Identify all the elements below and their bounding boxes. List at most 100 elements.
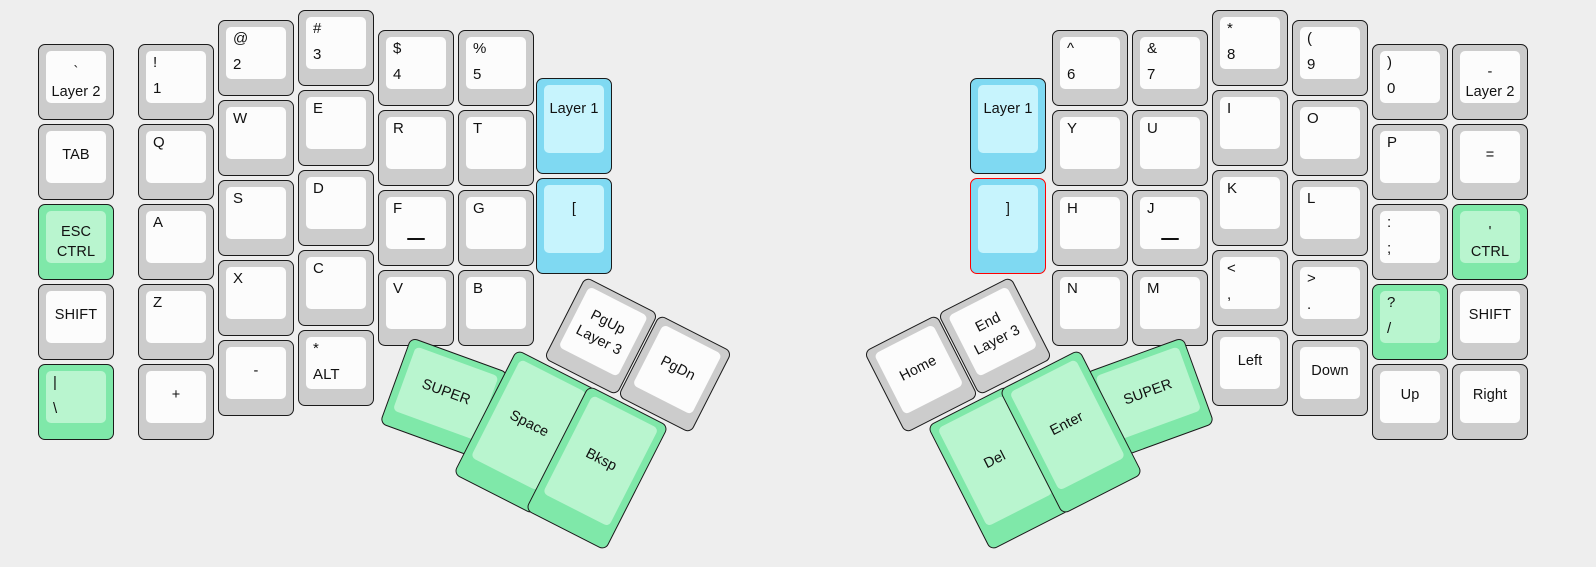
key-h[interactable]: H — [1052, 190, 1128, 266]
key-cap: H — [1060, 197, 1120, 249]
key-legend: Q — [153, 134, 165, 151]
key-legend: X — [233, 270, 244, 287]
key-cap: V — [386, 277, 446, 329]
key-legend-top: ? — [1387, 294, 1396, 311]
key-cap: )0 — [1380, 51, 1440, 103]
key-minus-layer2[interactable]: - Layer 2 — [1452, 44, 1528, 120]
key-equal[interactable]: = — [1452, 124, 1528, 200]
key-bracket-right[interactable]: ] — [970, 178, 1046, 274]
key-legend: Bksp — [582, 445, 620, 475]
key-legend: P — [1387, 134, 1398, 151]
key-8[interactable]: *8 — [1212, 10, 1288, 86]
key-legend: C — [313, 260, 324, 277]
key-legend: H — [1067, 200, 1078, 217]
key-cap: U — [1140, 117, 1200, 169]
key-cap: ] — [978, 185, 1038, 253]
key-grave-layer2[interactable]: `Layer 2 — [38, 44, 114, 120]
key-shift-left[interactable]: SHIFT — [38, 284, 114, 360]
key-1[interactable]: !1 — [138, 44, 214, 120]
key-legend: V — [393, 280, 404, 297]
key-up[interactable]: Up — [1372, 364, 1448, 440]
key-v[interactable]: V — [378, 270, 454, 346]
key-6[interactable]: ^6 — [1052, 30, 1128, 106]
key-bracket-left[interactable]: [ — [536, 178, 612, 274]
key-g[interactable]: G — [458, 190, 534, 266]
key-5[interactable]: %5 — [458, 30, 534, 106]
key-n[interactable]: N — [1052, 270, 1128, 346]
key-cap: F — [386, 197, 446, 249]
key-9[interactable]: (9 — [1292, 20, 1368, 96]
key-down[interactable]: Down — [1292, 340, 1368, 416]
key-m[interactable]: M — [1132, 270, 1208, 346]
key-legend: = — [1485, 147, 1495, 163]
key-right[interactable]: Right — [1452, 364, 1528, 440]
key-shift-right[interactable]: SHIFT — [1452, 284, 1528, 360]
key-legend-bottom: \ — [53, 400, 58, 417]
key-alt[interactable]: *ALT — [298, 330, 374, 406]
key-3[interactable]: #3 — [298, 10, 374, 86]
key-legend-top: > — [1307, 270, 1316, 287]
key-e[interactable]: E — [298, 90, 374, 166]
key-semicolon[interactable]: :; — [1372, 204, 1448, 280]
key-t[interactable]: T — [458, 110, 534, 186]
key-legend-bottom: , — [1227, 286, 1232, 303]
key-i[interactable]: I — [1212, 90, 1288, 166]
key-cap: <, — [1220, 257, 1280, 309]
key-legend: E — [313, 100, 324, 117]
key-f[interactable]: F — [378, 190, 454, 266]
key-l[interactable]: L — [1292, 180, 1368, 256]
key-2[interactable]: @2 — [218, 20, 294, 96]
key-layer1-right[interactable]: Layer 1 — [970, 78, 1046, 174]
key-7[interactable]: &7 — [1132, 30, 1208, 106]
key-plus[interactable]: + — [138, 364, 214, 440]
key-cap: 'CTRL — [1460, 211, 1520, 263]
key-z[interactable]: Z — [138, 284, 214, 360]
key-q[interactable]: Q — [138, 124, 214, 200]
key-legend-bottom: 3 — [313, 46, 322, 63]
key-legend-top: * — [1227, 20, 1233, 37]
key-legend-top: ESC — [60, 224, 92, 240]
key-s[interactable]: S — [218, 180, 294, 256]
key-left[interactable]: Left — [1212, 330, 1288, 406]
key-legend-bottom: Layer 2 — [51, 84, 101, 100]
key-legend-top: - — [1487, 64, 1493, 80]
key-4[interactable]: $4 — [378, 30, 454, 106]
key-legend: D — [313, 180, 324, 197]
key-pipe-backslash[interactable]: |\ — [38, 364, 114, 440]
key-legend-bottom: 4 — [393, 66, 402, 83]
key-cap: >. — [1300, 267, 1360, 319]
key-legend: B — [473, 280, 484, 297]
key-u[interactable]: U — [1132, 110, 1208, 186]
key-c[interactable]: C — [298, 250, 374, 326]
key-r[interactable]: R — [378, 110, 454, 186]
key-quote-ctrl[interactable]: 'CTRL — [1452, 204, 1528, 280]
key-legend-bottom: 8 — [1227, 46, 1236, 63]
key-slash[interactable]: ?/ — [1372, 284, 1448, 360]
key-layer1-left[interactable]: Layer 1 — [536, 78, 612, 174]
key-cap: I — [1220, 97, 1280, 149]
key-tab[interactable]: TAB — [38, 124, 114, 200]
key-y[interactable]: Y — [1052, 110, 1128, 186]
key-legend-bottom: 0 — [1387, 80, 1396, 97]
key-legend: SHIFT — [54, 307, 98, 323]
key-cap: T — [466, 117, 526, 169]
key-p[interactable]: P — [1372, 124, 1448, 200]
key-minus[interactable]: - — [218, 340, 294, 416]
key-legend-top: * — [313, 340, 319, 357]
key-x[interactable]: X — [218, 260, 294, 336]
key-period[interactable]: >. — [1292, 260, 1368, 336]
key-k[interactable]: K — [1212, 170, 1288, 246]
key-b[interactable]: B — [458, 270, 534, 346]
key-d[interactable]: D — [298, 170, 374, 246]
key-w[interactable]: W — [218, 100, 294, 176]
key-legend: M — [1147, 280, 1160, 297]
key-o[interactable]: O — [1292, 100, 1368, 176]
key-legend-bottom: Layer 2 — [1465, 84, 1515, 100]
key-j[interactable]: J — [1132, 190, 1208, 266]
key-a[interactable]: A — [138, 204, 214, 280]
key-legend: ] — [1005, 201, 1011, 217]
key-0[interactable]: )0 — [1372, 44, 1448, 120]
key-cap: A — [146, 211, 206, 263]
key-comma[interactable]: <, — [1212, 250, 1288, 326]
